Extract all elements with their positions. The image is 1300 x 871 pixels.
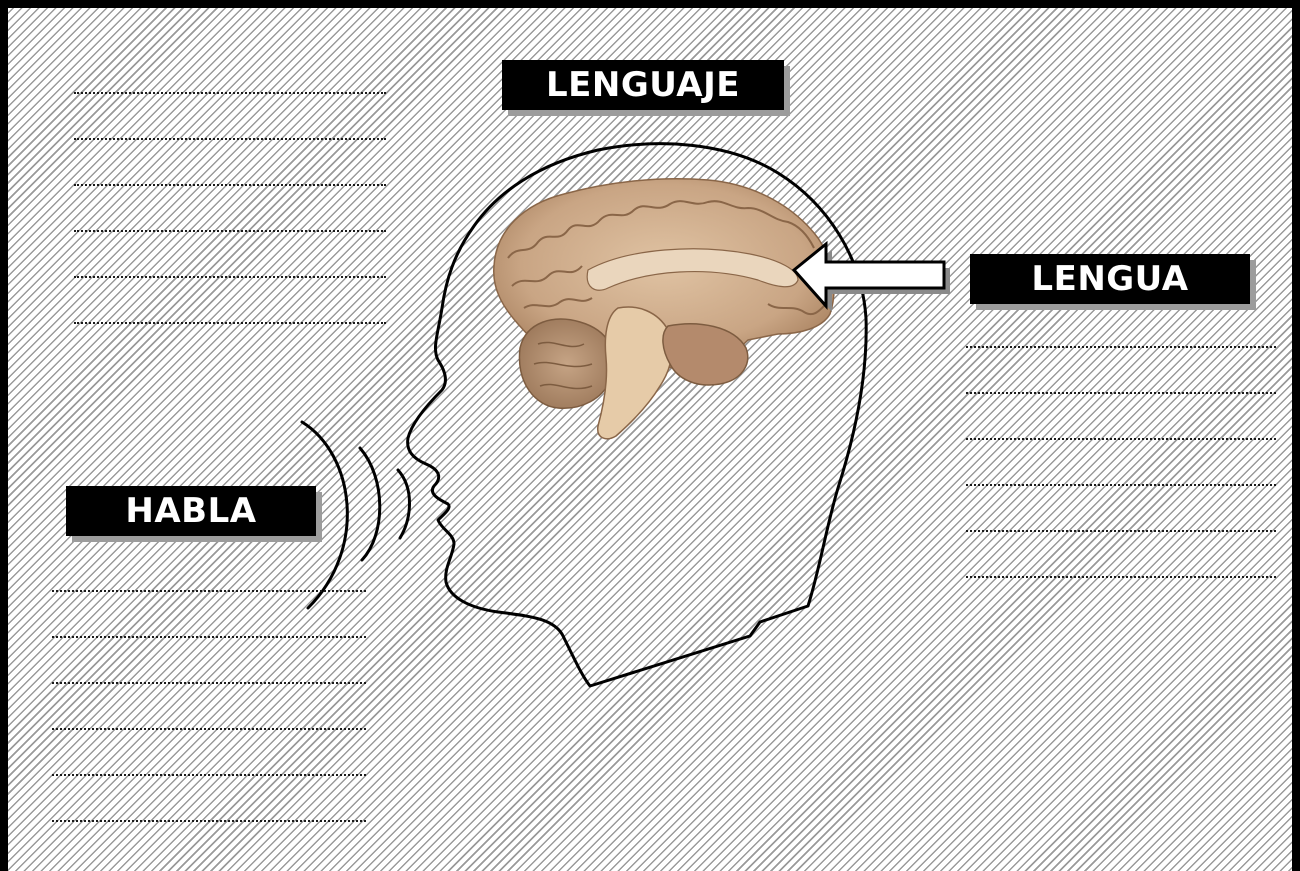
answer-line[interactable] — [52, 728, 366, 730]
answer-line[interactable] — [966, 392, 1276, 394]
answer-line[interactable] — [966, 530, 1276, 532]
sound-waves-icon — [302, 422, 410, 608]
answer-line[interactable] — [74, 322, 386, 324]
answer-line[interactable] — [52, 774, 366, 776]
answer-line[interactable] — [966, 484, 1276, 486]
brain-icon — [494, 179, 834, 439]
answer-line[interactable] — [966, 438, 1276, 440]
answer-line[interactable] — [52, 590, 366, 592]
answer-line[interactable] — [52, 682, 366, 684]
answer-line[interactable] — [966, 576, 1276, 578]
lengua-label: LENGUA — [970, 254, 1250, 304]
answer-line[interactable] — [74, 184, 386, 186]
answer-line[interactable] — [966, 346, 1276, 348]
answer-line[interactable] — [52, 636, 366, 638]
answer-line[interactable] — [74, 276, 386, 278]
answer-line[interactable] — [74, 92, 386, 94]
lenguaje-label: LENGUAJE — [502, 60, 784, 110]
answer-line[interactable] — [74, 138, 386, 140]
answer-line[interactable] — [74, 230, 386, 232]
answer-line[interactable] — [52, 820, 366, 822]
habla-label: HABLA — [66, 486, 316, 536]
